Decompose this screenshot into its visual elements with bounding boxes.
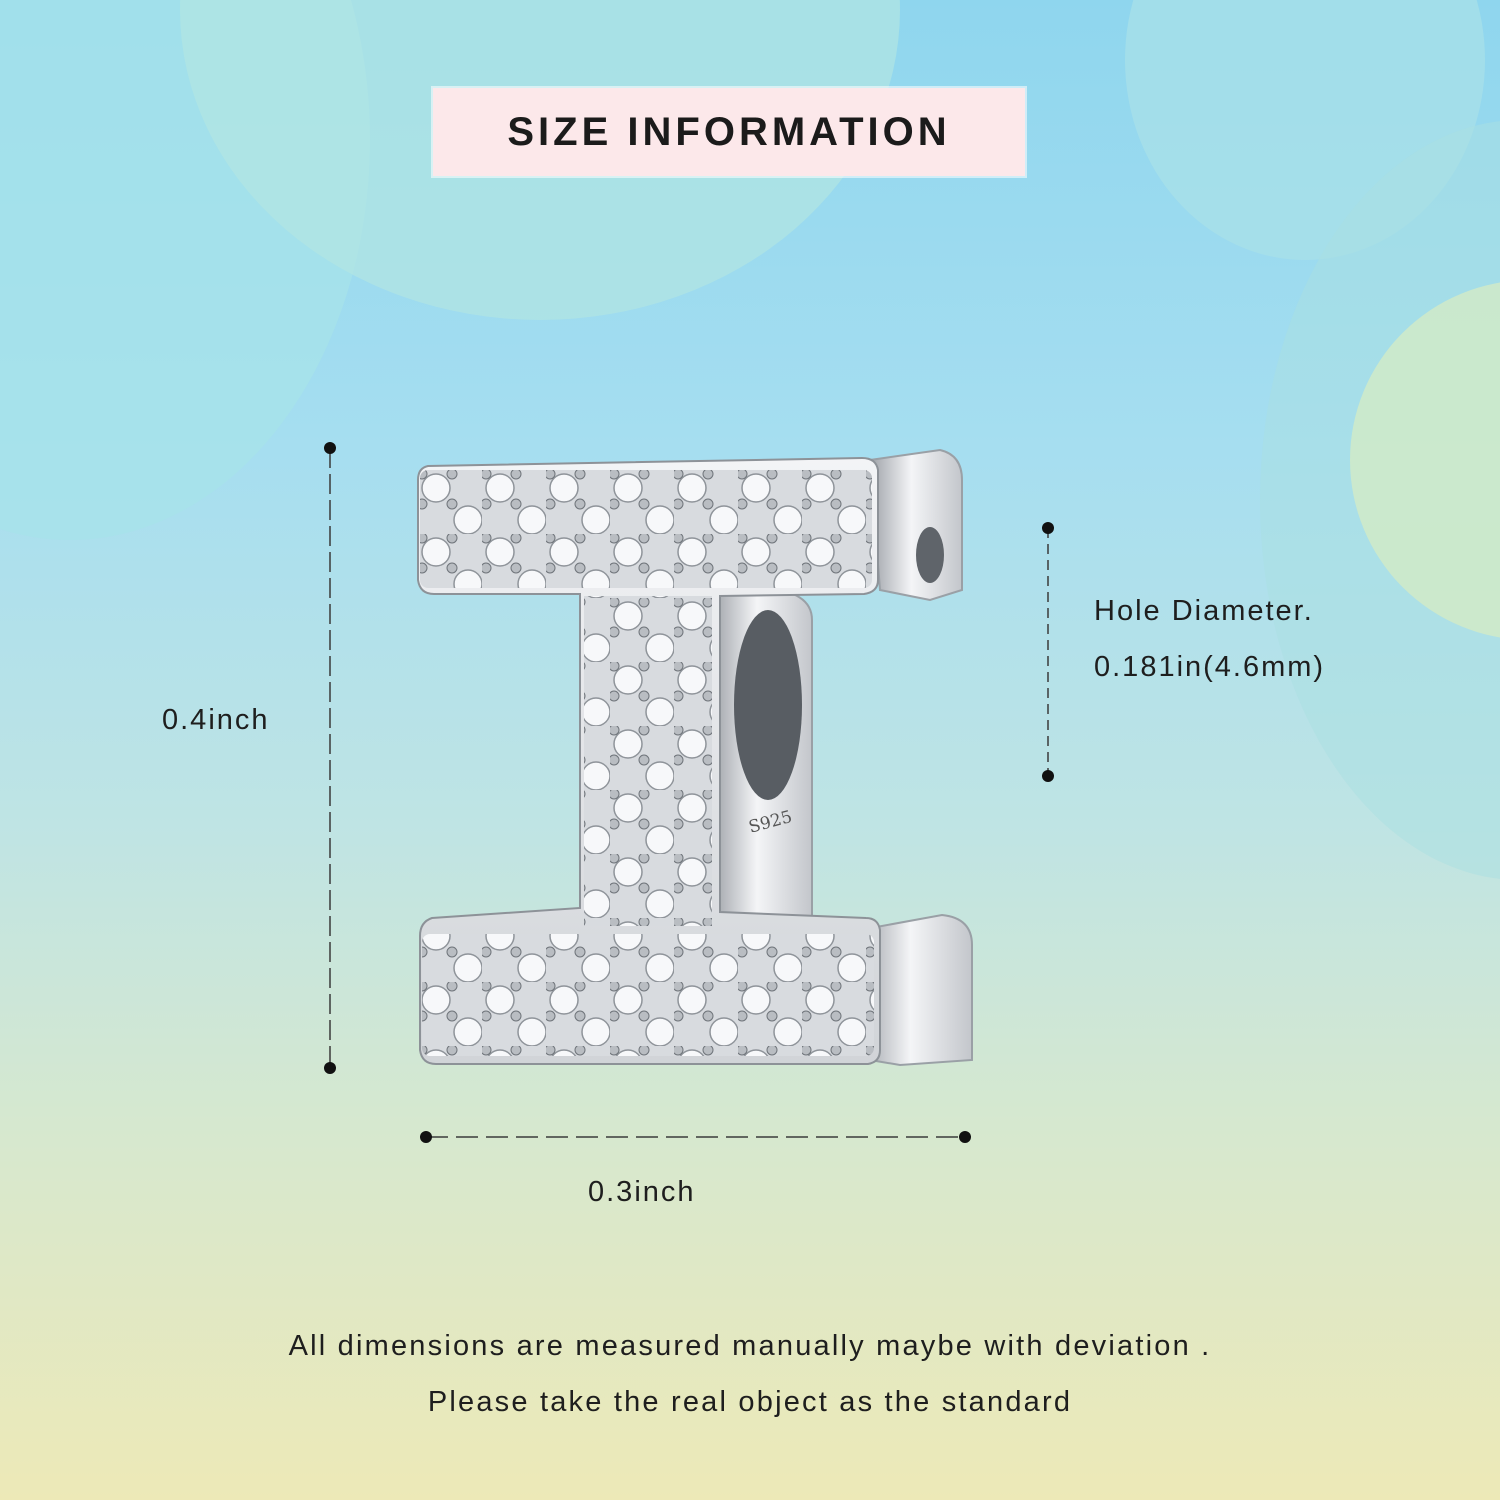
charm-side-bottom xyxy=(858,913,973,1067)
pave-top xyxy=(420,470,872,588)
disclaimer-line-1: All dimensions are measured manually may… xyxy=(288,1330,1212,1362)
hole-dimension xyxy=(1042,522,1054,782)
hole-dimension-top-dot xyxy=(1042,522,1054,534)
charm-side-top xyxy=(868,448,963,602)
width-dimension xyxy=(420,1131,971,1143)
pave-stem xyxy=(584,596,712,926)
width-dimension-right-dot xyxy=(959,1131,971,1143)
hole-diameter-value: 0.181in(4.6mm) xyxy=(1094,651,1326,683)
title-box: SIZE INFORMATION xyxy=(433,88,1025,176)
hole-diameter-label: Hole Diameter. xyxy=(1094,595,1314,627)
height-dimension-bottom-dot xyxy=(324,1062,336,1074)
pave-bottom xyxy=(422,934,874,1056)
width-dimension-left-dot xyxy=(420,1131,432,1143)
hole-opening-top xyxy=(916,527,944,583)
charm-letter-i: S925 xyxy=(417,448,973,1067)
disclaimer-line-2: Please take the real object as the stand… xyxy=(427,1386,1073,1418)
height-label: 0.4inch xyxy=(162,704,270,736)
page-title: SIZE INFORMATION xyxy=(507,109,951,154)
width-label: 0.3inch xyxy=(588,1176,696,1208)
height-dimension-top-dot xyxy=(324,442,336,454)
hole-opening xyxy=(734,610,802,800)
height-dimension xyxy=(324,442,336,1074)
hole-dimension-bottom-dot xyxy=(1042,770,1054,782)
